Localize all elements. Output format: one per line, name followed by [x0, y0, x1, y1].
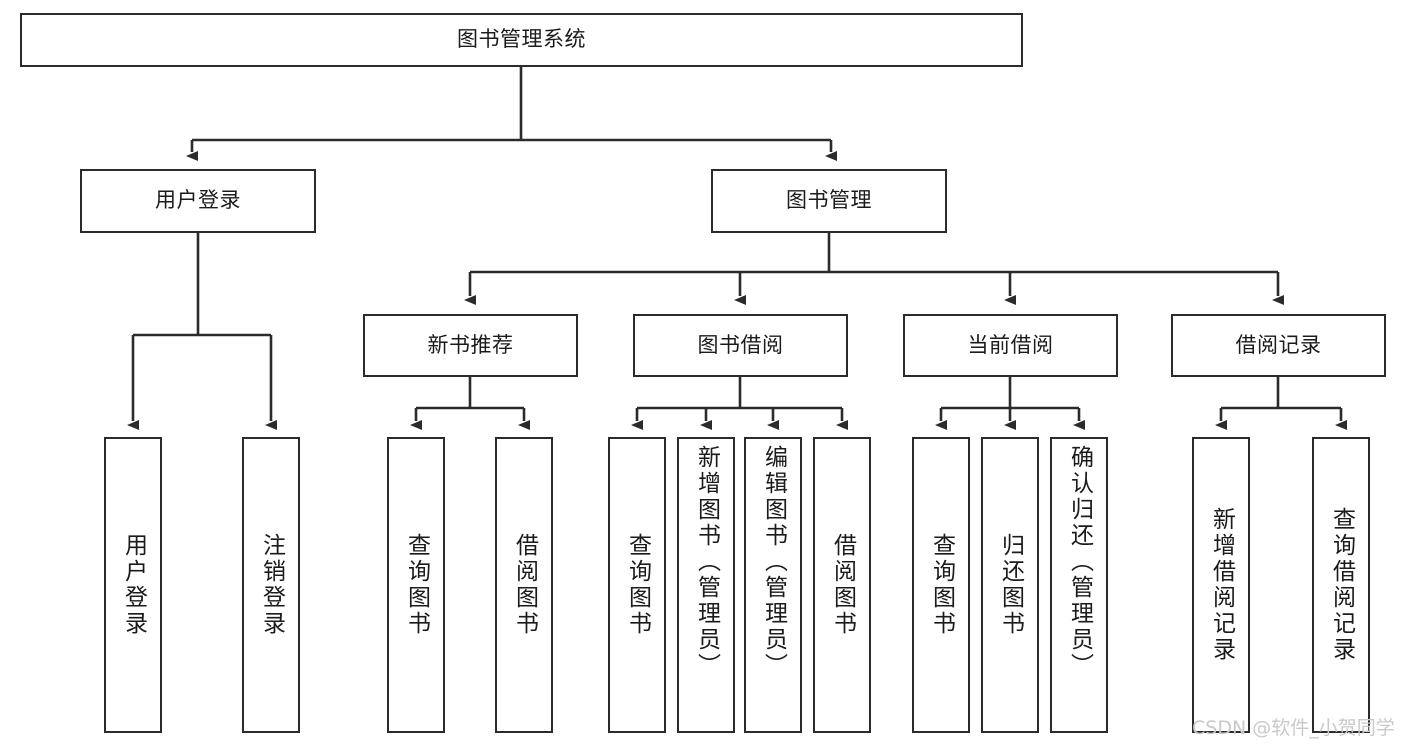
node-label: 借阅图书: [829, 533, 856, 637]
node-label: 编辑图书（管理员）: [760, 445, 787, 679]
node-label: 归还图书: [997, 533, 1024, 637]
node-book-management[interactable]: 图书管理: [711, 169, 947, 233]
node-label: 用户登录: [155, 188, 241, 213]
node-label: 图书管理系统: [457, 27, 586, 52]
node-label: 图书借阅: [697, 332, 784, 357]
node-label: 确认归还（管理员）: [1066, 445, 1093, 679]
node-label: 新增借阅记录: [1208, 507, 1235, 663]
node-label: 查询图书: [624, 533, 651, 637]
leaf-record-query-record[interactable]: 查询借阅记录: [1312, 437, 1370, 733]
leaf-recommend-borrow-book[interactable]: 借阅图书: [495, 437, 553, 733]
node-label: 新增图书（管理员）: [693, 445, 720, 679]
node-label: 查询图书: [928, 533, 955, 637]
leaf-current-return-book[interactable]: 归还图书: [981, 437, 1039, 733]
node-label: 查询借阅记录: [1328, 507, 1355, 663]
node-label: 新书推荐: [427, 332, 514, 357]
leaf-current-confirm-return-admin[interactable]: 确认归还（管理员）: [1050, 437, 1108, 733]
csdn-watermark: CSDN @软件_小贺同学: [1192, 717, 1395, 739]
leaf-borrow-add-book-admin[interactable]: 新增图书（管理员）: [677, 437, 735, 733]
leaf-current-query-book[interactable]: 查询图书: [912, 437, 970, 733]
node-label: 借阅记录: [1235, 332, 1322, 357]
node-current-borrow[interactable]: 当前借阅: [903, 314, 1118, 377]
leaf-borrow-edit-book-admin[interactable]: 编辑图书（管理员）: [744, 437, 802, 733]
node-label: 查询图书: [403, 533, 430, 637]
leaf-borrow-borrow-book[interactable]: 借阅图书: [813, 437, 871, 733]
node-label: 当前借阅: [967, 332, 1054, 357]
node-user-login[interactable]: 用户登录: [80, 169, 316, 233]
leaf-user-login-logout[interactable]: 注销登录: [242, 437, 300, 733]
leaf-user-login-login[interactable]: 用户登录: [104, 437, 162, 733]
leaf-recommend-query-book[interactable]: 查询图书: [387, 437, 445, 733]
node-book-borrow[interactable]: 图书借阅: [633, 314, 848, 377]
node-label: 用户登录: [120, 533, 147, 637]
leaf-borrow-query-book[interactable]: 查询图书: [608, 437, 666, 733]
leaf-record-add-record[interactable]: 新增借阅记录: [1192, 437, 1250, 733]
node-borrow-record[interactable]: 借阅记录: [1171, 314, 1386, 377]
node-label: 借阅图书: [511, 533, 538, 637]
node-root-system[interactable]: 图书管理系统: [20, 13, 1023, 67]
node-label: 图书管理: [786, 188, 872, 213]
node-label: 注销登录: [258, 533, 285, 637]
node-new-book-recommend[interactable]: 新书推荐: [363, 314, 578, 377]
